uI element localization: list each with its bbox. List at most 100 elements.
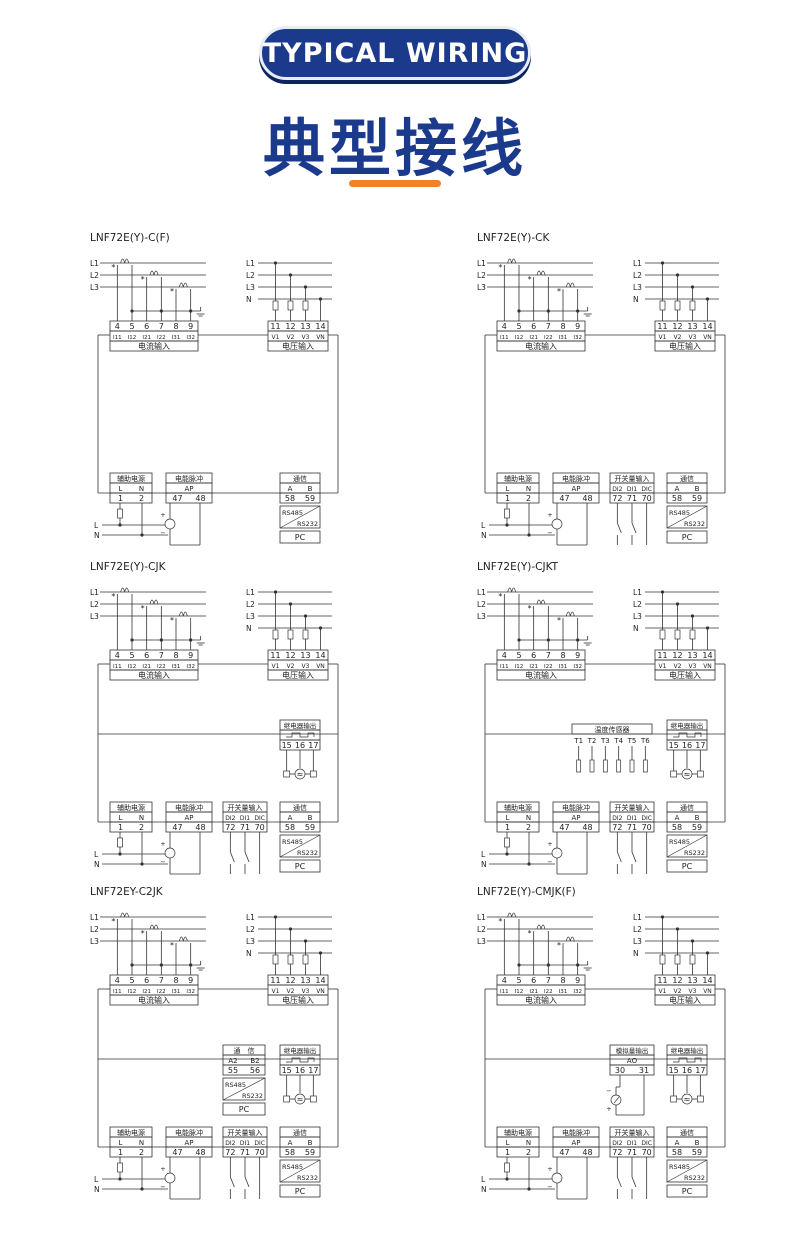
terminal-name: A [288,814,293,822]
terminal-number: 9 [188,976,193,985]
terminal-name: V3 [689,988,697,995]
block-title: 通信 [293,803,307,812]
model-label: LNF72EY-C2JK [90,886,164,898]
terminal-name: B [308,814,313,822]
terminal-number: 59 [692,1148,702,1157]
frame [279,492,321,504]
phase-label: L3 [90,283,99,292]
terminal-number: 8 [173,976,178,985]
block-title: 温度传感器 [595,725,630,734]
terminal-number: 47 [172,1148,182,1157]
phase-label: L [481,1175,486,1184]
block-title: 通信 [680,1128,694,1137]
frame [267,340,329,352]
temp-probe-icon [589,759,595,773]
block-title: 通信 [293,1128,307,1137]
ct-coil-icon [507,258,517,264]
frame [109,492,153,504]
terminal-number: 72 [225,823,235,832]
terminal-name: I32 [573,989,582,995]
terminal-name: I12 [128,335,137,341]
terminal-name: DI1 [240,815,250,822]
terminal-number: 59 [305,1148,315,1157]
ct-coil-icon [507,587,517,593]
frame [666,834,708,858]
relay-contact [286,1057,315,1063]
frame [165,1146,213,1158]
terminal-number: 14 [702,976,712,985]
terminal-name: V3 [302,663,310,670]
terminal-number: 7 [159,976,164,985]
frame [666,1136,708,1148]
terminal-name: I32 [186,989,195,995]
block-title: 电能脉冲 [562,474,590,483]
terminal-name: AP [184,485,193,493]
ct-coil-icon [536,599,546,605]
terminal-number: 14 [315,651,325,660]
ct-coil-icon [536,924,546,930]
terminal-name: V3 [689,663,697,670]
wire [616,522,622,534]
fuse-icon [117,1162,123,1173]
block-title: 继电器输出 [284,1046,317,1055]
fuse-icon [504,837,510,848]
polarity-mark: * [111,592,115,601]
phase-label: N [246,624,252,633]
terminal-number: 4 [502,322,507,331]
phase-label: N [633,949,639,958]
terminal-number: 5 [516,651,521,660]
frame [279,834,321,858]
ac-symbol: ≈ [297,1095,304,1104]
terminal-name: A [675,485,680,493]
terminal-name: I32 [573,335,582,341]
phase-label: L2 [246,271,255,280]
frame [279,811,321,823]
junction [140,533,144,537]
phase-label: L [94,521,99,530]
wire [666,1159,708,1183]
terminal-number: 6 [531,976,536,985]
terminal-number: 72 [612,494,622,503]
converter-label: RS232 [684,1174,705,1182]
terminal-name: DIC [641,815,652,822]
converter-label: RS485 [669,1163,690,1171]
terminal-name: DIC [641,486,652,493]
frame [279,1146,321,1158]
ac-symbol: ≈ [297,770,304,779]
terminal-number: 13 [687,976,697,985]
fuse-icon [287,629,294,640]
ct-coil-icon [120,912,130,918]
fuse-icon [287,300,294,311]
terminal-name: VN [703,988,712,995]
terminal-number: 71 [240,1148,250,1157]
terminal-name: I12 [128,989,137,995]
phase-label: L1 [90,588,99,597]
terminal-number: 9 [575,651,580,660]
terminal-number: 7 [546,976,551,985]
terminal-name: I31 [559,664,568,670]
block-title: 辅助电源 [504,474,532,483]
frame [222,1077,266,1101]
terminal-number: 8 [560,976,565,985]
terminal-number: 2 [526,823,531,832]
polarity-mark: * [498,592,502,601]
terminal-name: T2 [587,737,597,745]
terminal-number: 48 [582,494,592,503]
terminal-name: T6 [640,737,650,745]
frame [496,649,586,661]
terminal-name: I32 [186,664,195,670]
polarity-mark: * [170,287,174,296]
fuse-icon [272,954,279,965]
pc-label: PC [682,862,693,871]
converter-label: RS485 [669,838,690,846]
frame [109,1146,153,1158]
pc-label: PC [295,533,306,542]
terminal-name: I21 [142,989,151,995]
terminal-number: 1 [118,1148,123,1157]
load [283,770,291,778]
ct-coil-icon [120,587,130,593]
terminal-number: 59 [692,823,702,832]
terminal-name: I12 [515,335,524,341]
terminal-number: 59 [305,823,315,832]
frame [165,821,213,833]
